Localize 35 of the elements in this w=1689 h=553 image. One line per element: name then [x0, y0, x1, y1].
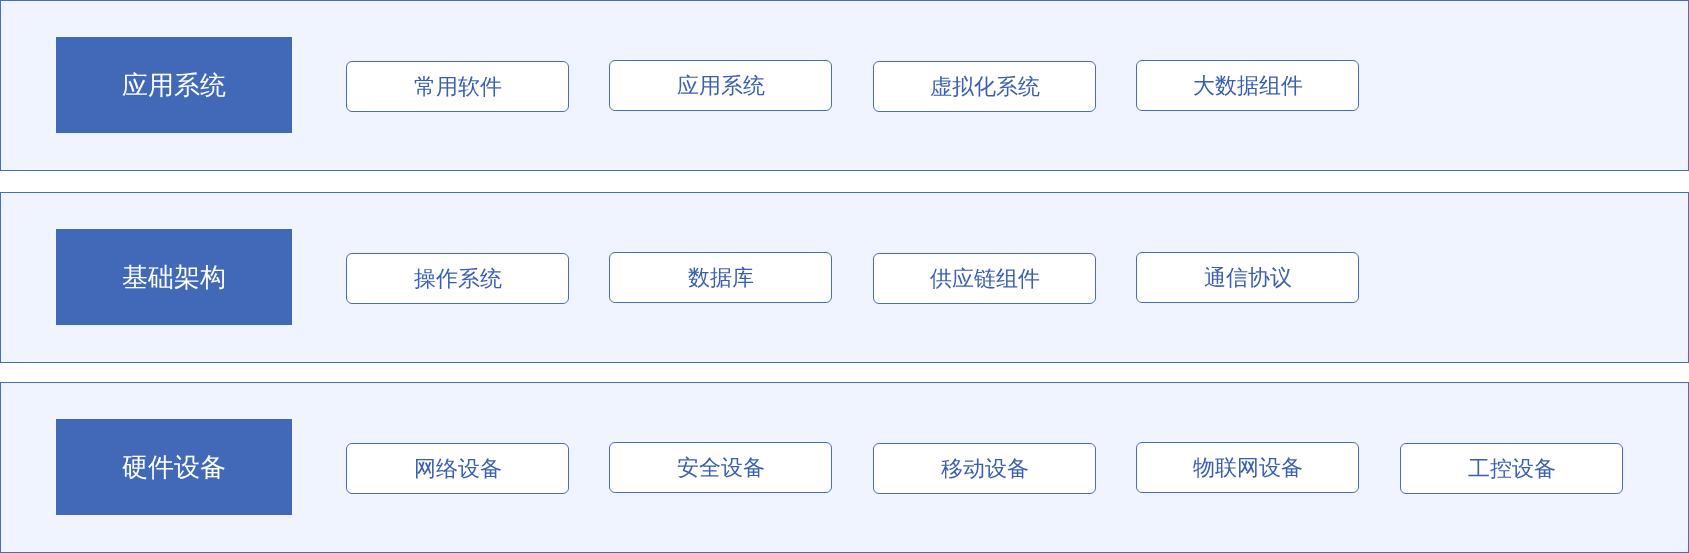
component-box — [1136, 442, 1359, 493]
component-box — [609, 60, 832, 111]
component-label: 常用软件 — [413, 72, 502, 101]
layer-title-box — [56, 229, 292, 325]
component-label: 供应链组件 — [929, 264, 1040, 293]
layer-band — [0, 382, 1689, 553]
component-label: 通信协议 — [1203, 263, 1292, 292]
layer-title: 硬件设备 — [122, 450, 226, 484]
component-label: 网络设备 — [413, 454, 502, 483]
component-label: 虚拟化系统 — [929, 72, 1040, 101]
component-box — [346, 61, 569, 112]
component-label: 数据库 — [687, 263, 754, 292]
component-box — [873, 253, 1096, 304]
component-box — [609, 442, 832, 493]
component-label: 应用系统 — [676, 71, 765, 100]
layer-title: 应用系统 — [122, 68, 226, 102]
layer-title-box — [56, 419, 292, 515]
component-label: 物联网设备 — [1192, 453, 1303, 482]
layer-band — [0, 192, 1689, 363]
component-box — [346, 443, 569, 494]
component-label: 安全设备 — [676, 453, 765, 482]
component-box — [1136, 60, 1359, 111]
layer-title-box — [56, 37, 292, 133]
component-box — [609, 252, 832, 303]
component-box — [873, 61, 1096, 112]
component-box — [346, 253, 569, 304]
component-label: 工控设备 — [1467, 454, 1556, 483]
component-box — [1400, 443, 1623, 494]
component-label: 移动设备 — [940, 454, 1029, 483]
component-label: 大数据组件 — [1192, 71, 1303, 100]
layer-title: 基础架构 — [122, 260, 226, 294]
component-box — [1136, 252, 1359, 303]
layer-band — [0, 0, 1689, 171]
component-label: 操作系统 — [413, 264, 502, 293]
component-box — [873, 443, 1096, 494]
